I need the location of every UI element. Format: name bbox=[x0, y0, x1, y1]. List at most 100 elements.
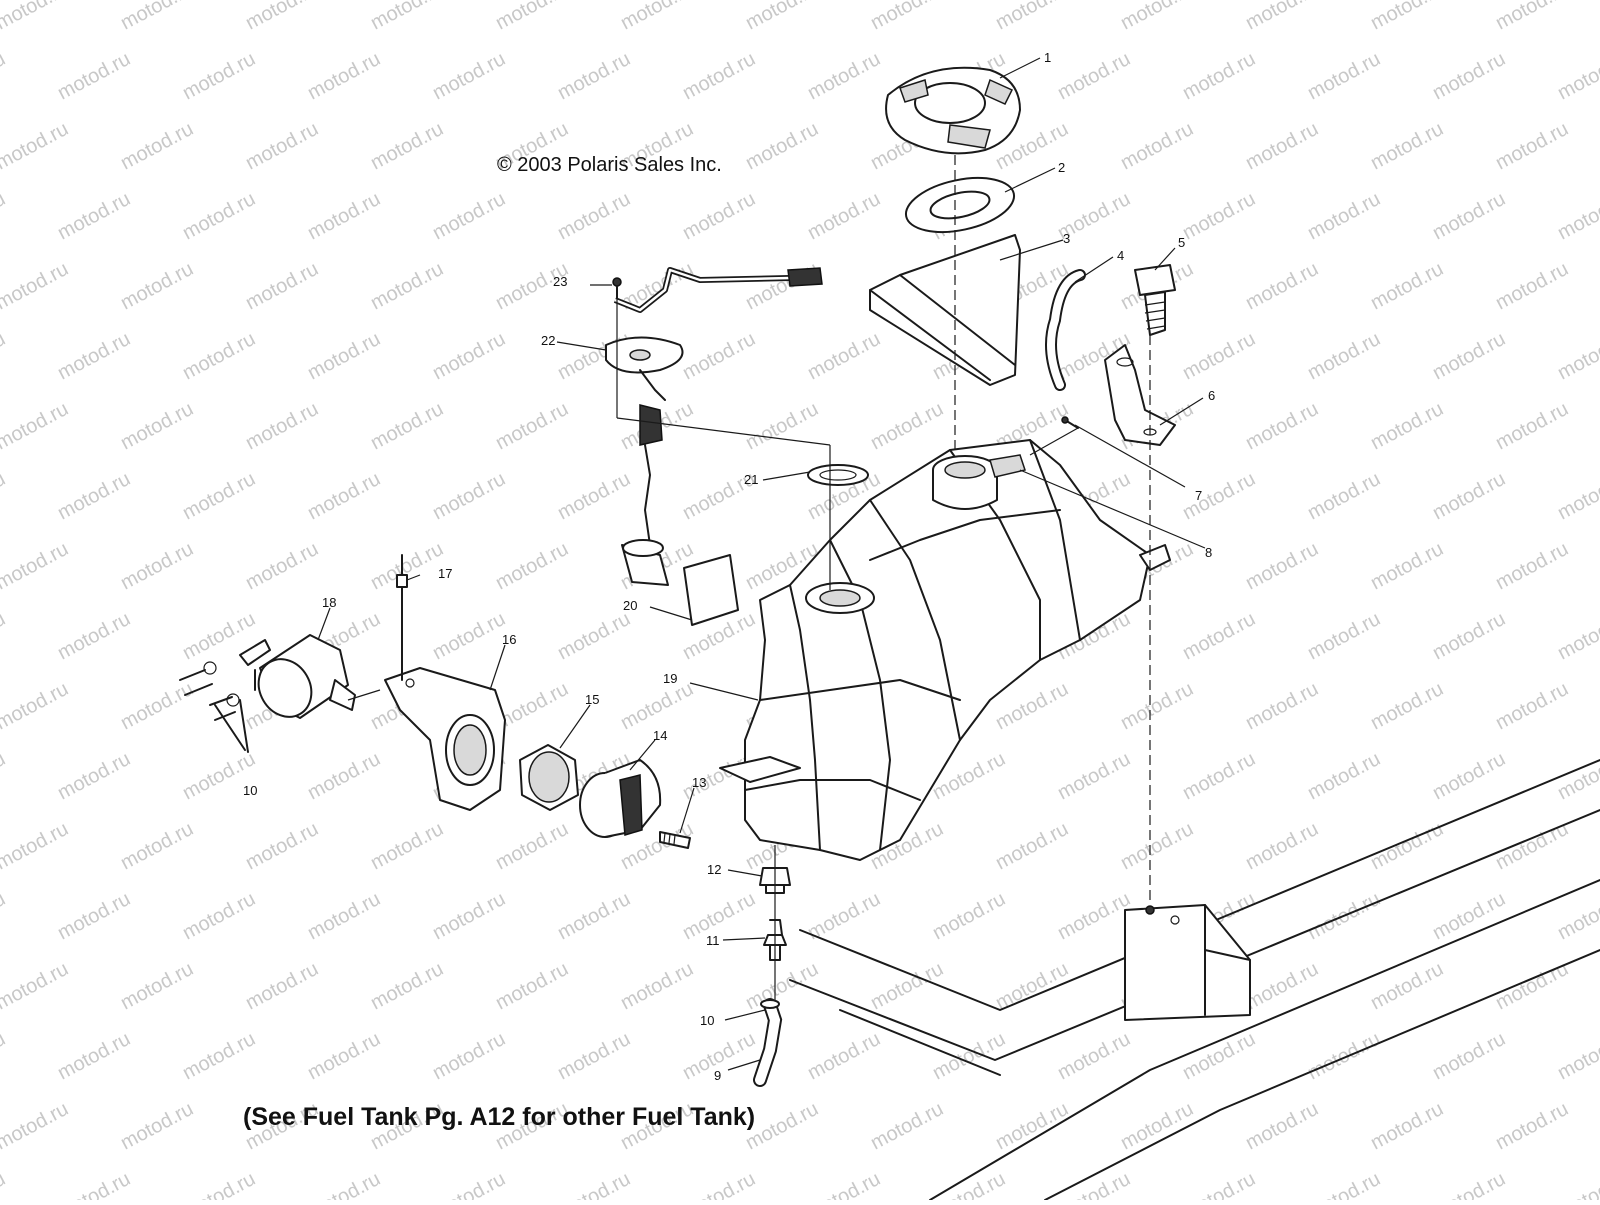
watermark: motod.ru bbox=[492, 0, 572, 34]
watermark: motod.ru bbox=[867, 0, 947, 34]
watermark: motod.ru bbox=[179, 888, 259, 944]
watermark: motod.ru bbox=[867, 1098, 947, 1154]
watermark: motod.ru bbox=[117, 258, 197, 314]
push-fitting bbox=[396, 554, 408, 681]
watermark: motod.ru bbox=[1179, 188, 1259, 244]
watermark: motod.ru bbox=[429, 328, 509, 384]
hex-nut bbox=[519, 744, 579, 811]
watermark: motod.ru bbox=[1554, 1028, 1600, 1084]
watermark: motod.ru bbox=[1242, 818, 1322, 874]
watermark: motod.ru bbox=[1554, 608, 1600, 664]
watermark: motod.ru bbox=[929, 1168, 1009, 1200]
watermark: motod.ru bbox=[242, 258, 322, 314]
watermark: motod.ru bbox=[742, 398, 822, 454]
watermark: motod.ru bbox=[429, 1028, 509, 1084]
watermark: motod.ru bbox=[742, 958, 822, 1014]
watermark: motod.ru bbox=[1367, 538, 1447, 594]
callout-11: 11 bbox=[706, 933, 720, 948]
watermark: motod.ru bbox=[429, 1168, 509, 1200]
watermark: motod.ru bbox=[0, 888, 9, 944]
watermark: motod.ru bbox=[242, 958, 322, 1014]
foam-pad bbox=[869, 234, 1021, 386]
watermark: motod.ru bbox=[992, 0, 1072, 34]
watermark: motod.ru bbox=[1492, 118, 1572, 174]
watermark: motod.ru bbox=[1304, 188, 1384, 244]
watermark: motod.ru bbox=[0, 1028, 9, 1084]
watermark: motod.ru bbox=[1242, 958, 1322, 1014]
watermark: motod.ru bbox=[492, 958, 572, 1014]
watermark: motod.ru bbox=[554, 608, 634, 664]
watermark: motod.ru bbox=[1117, 818, 1197, 874]
watermark: motod.ru bbox=[617, 0, 697, 34]
watermark: motod.ru bbox=[1179, 1028, 1259, 1084]
watermark: motod.ru bbox=[117, 0, 197, 34]
watermark: motod.ru bbox=[0, 748, 9, 804]
watermark: motod.ru bbox=[429, 48, 509, 104]
watermark: motod.ru bbox=[1242, 1098, 1322, 1154]
watermark: motod.ru bbox=[1554, 188, 1600, 244]
watermark: motod.ru bbox=[1054, 1168, 1134, 1200]
tank-bracket bbox=[1104, 344, 1176, 446]
callout-2: 2 bbox=[1058, 160, 1065, 175]
callout-16: 16 bbox=[502, 632, 516, 647]
watermark: motod.ru bbox=[1554, 1168, 1600, 1200]
callout-13: 13 bbox=[692, 775, 706, 790]
watermark: motod.ru bbox=[0, 818, 72, 874]
callout-1: 1 bbox=[1044, 50, 1051, 65]
watermark: motod.ru bbox=[1304, 1168, 1384, 1200]
watermark: motod.ru bbox=[367, 398, 447, 454]
watermark: motod.ru bbox=[0, 0, 72, 34]
watermark: motod.ru bbox=[0, 118, 72, 174]
watermark: motod.ru bbox=[1492, 678, 1572, 734]
watermark: motod.ru bbox=[117, 958, 197, 1014]
watermark: motod.ru bbox=[0, 1098, 72, 1154]
watermark: motod.ru bbox=[1179, 608, 1259, 664]
watermark: motod.ru bbox=[1367, 118, 1447, 174]
watermark: motod.ru bbox=[54, 1168, 134, 1200]
callout-15: 15 bbox=[585, 692, 599, 707]
pump-gasket bbox=[807, 464, 869, 486]
copyright-notice: © 2003 Polaris Sales Inc. bbox=[497, 154, 722, 176]
callout-9: 9 bbox=[714, 1068, 721, 1083]
watermark: motod.ru bbox=[492, 818, 572, 874]
callout-5: 5 bbox=[1178, 235, 1185, 250]
watermark: motod.ru bbox=[617, 678, 697, 734]
watermark: motod.ru bbox=[1492, 398, 1572, 454]
watermark: motod.ru bbox=[554, 468, 634, 524]
watermark: motod.ru bbox=[867, 398, 947, 454]
watermark: motod.ru bbox=[1367, 0, 1447, 34]
watermark: motod.ru bbox=[1117, 118, 1197, 174]
watermark: motod.ru bbox=[1179, 1168, 1259, 1200]
reference-note: (See Fuel Tank Pg. A12 for other Fuel Ta… bbox=[243, 1103, 756, 1131]
watermark: motod.ru bbox=[1367, 398, 1447, 454]
watermark: motod.ru bbox=[742, 0, 822, 34]
watermark: motod.ru bbox=[54, 1028, 134, 1084]
watermark: motod.ru bbox=[0, 48, 9, 104]
watermark: motod.ru bbox=[0, 328, 9, 384]
watermark: motod.ru bbox=[679, 1168, 759, 1200]
watermark: motod.ru bbox=[242, 818, 322, 874]
pump-screw bbox=[612, 277, 622, 299]
cap-gasket bbox=[904, 177, 1016, 233]
watermark: motod.ru bbox=[1492, 0, 1572, 34]
watermark: motod.ru bbox=[1492, 258, 1572, 314]
watermark: motod.ru bbox=[179, 468, 259, 524]
watermark: motod.ru bbox=[54, 188, 134, 244]
watermark: motod.ru bbox=[117, 678, 197, 734]
watermark: motod.ru bbox=[429, 468, 509, 524]
callout-18: 18 bbox=[322, 595, 336, 610]
small-screw bbox=[1061, 416, 1079, 429]
watermark: motod.ru bbox=[804, 48, 884, 104]
watermark: motod.ru bbox=[1367, 678, 1447, 734]
mounting-bolt bbox=[1134, 264, 1176, 336]
watermark: motod.ru bbox=[429, 888, 509, 944]
watermark: motod.ru bbox=[1054, 48, 1134, 104]
watermark: motod.ru bbox=[1304, 1028, 1384, 1084]
watermark: motod.ru bbox=[179, 48, 259, 104]
watermark: motod.ru bbox=[54, 328, 134, 384]
watermark: motod.ru bbox=[992, 1098, 1072, 1154]
watermark: motod.ru bbox=[1179, 328, 1259, 384]
watermark: motod.ru bbox=[1242, 258, 1322, 314]
watermark: motod.ru bbox=[242, 538, 322, 594]
